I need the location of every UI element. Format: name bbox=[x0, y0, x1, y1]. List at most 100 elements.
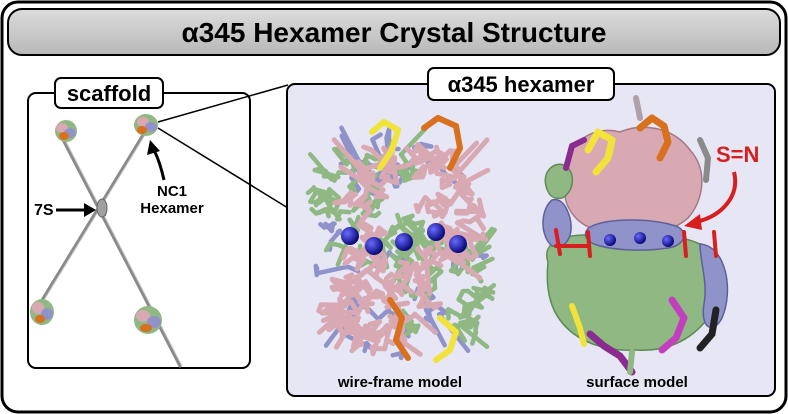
wireframe-stick bbox=[373, 187, 386, 199]
wireframe-stick bbox=[461, 304, 467, 315]
wireframe-stick bbox=[394, 300, 411, 308]
nc1-blob-bottom-right bbox=[134, 306, 162, 334]
wireframe-stick bbox=[331, 285, 345, 293]
surface-sphere-3 bbox=[662, 235, 674, 247]
title-bar bbox=[7, 8, 781, 56]
wireframe-stick bbox=[328, 228, 343, 244]
wireframe-stick bbox=[424, 202, 431, 215]
wireframe-core-sphere bbox=[449, 235, 467, 253]
wireframe-stick bbox=[464, 196, 474, 203]
wireframe-stick bbox=[399, 282, 415, 295]
wireframe-stick bbox=[413, 202, 421, 214]
wireframe-stick bbox=[439, 181, 453, 191]
nc1-blob-bottom-left bbox=[30, 299, 54, 325]
surface-yellow-lower bbox=[569, 303, 587, 347]
wireframe-stick bbox=[310, 186, 332, 196]
wireframe-stick bbox=[353, 284, 363, 294]
wireframe-stick bbox=[423, 258, 433, 297]
wireframe-core-sphere bbox=[427, 223, 445, 241]
surface-blue-left bbox=[542, 198, 572, 248]
wireframe-stick bbox=[393, 315, 405, 343]
surface-yellow-strand bbox=[584, 128, 616, 176]
wireframe-stick bbox=[412, 311, 439, 336]
wireframe-core-sphere bbox=[341, 227, 359, 245]
surface-caption: surface model bbox=[586, 374, 688, 391]
wireframe-stick bbox=[433, 347, 453, 363]
wireframe-stick bbox=[437, 315, 459, 335]
wireframe-stick bbox=[476, 197, 484, 212]
wireframe-stick bbox=[447, 145, 463, 171]
wireframe-stick bbox=[461, 247, 472, 262]
wireframe-stick bbox=[377, 289, 385, 298]
wireframe-stick bbox=[384, 271, 395, 282]
wireframe-stick bbox=[435, 115, 459, 129]
surface-pink-lobe bbox=[564, 126, 703, 235]
wireframe-core-sphere bbox=[395, 233, 413, 251]
wireframe-stick bbox=[475, 216, 487, 232]
hexamer-label-box bbox=[427, 67, 615, 101]
wireframe-stick bbox=[323, 241, 333, 253]
surface-green-top bbox=[544, 163, 574, 200]
surface-sphere-1 bbox=[604, 234, 616, 246]
wireframe-stick bbox=[389, 127, 401, 153]
wireframe-core-sphere bbox=[365, 237, 383, 255]
wireframe-stick bbox=[332, 146, 349, 167]
surface-bottom-stalk bbox=[627, 349, 635, 375]
hexamer-label: α345 hexamer bbox=[448, 72, 595, 97]
wireframe-stick bbox=[313, 193, 325, 208]
wireframe-stick bbox=[358, 208, 373, 225]
wireframe-stick bbox=[387, 297, 405, 321]
wireframe-stick bbox=[395, 212, 403, 225]
wireframe-stick bbox=[343, 272, 355, 280]
figure-title: α345 Hexamer Crystal Structure bbox=[182, 17, 607, 48]
wireframe-stick bbox=[351, 331, 360, 347]
wireframe-stick bbox=[384, 324, 393, 340]
surface-orange-strand bbox=[636, 114, 672, 162]
wireframe-stick bbox=[370, 335, 381, 357]
wireframe-stick bbox=[386, 158, 398, 165]
wireframe-stick bbox=[423, 307, 447, 348]
wireframe-stick bbox=[387, 221, 403, 235]
arrow-7s-head bbox=[84, 203, 96, 217]
surface-model bbox=[542, 95, 729, 376]
wireframe-stick bbox=[380, 258, 389, 274]
wireframe-stick bbox=[353, 256, 367, 263]
wireframe-stick bbox=[453, 123, 463, 151]
zoom-line-top bbox=[157, 84, 289, 123]
surface-black-lower bbox=[696, 306, 720, 352]
wireframe-stick bbox=[443, 224, 453, 231]
scaffold-label-box bbox=[54, 77, 164, 109]
wireframe-stick bbox=[338, 209, 352, 215]
sn-arrow bbox=[695, 171, 738, 224]
wireframe-stick bbox=[462, 313, 480, 326]
scaffold-label: scaffold bbox=[67, 81, 151, 106]
surface-purple-lower bbox=[586, 330, 636, 376]
wireframe-stick bbox=[366, 268, 380, 281]
surface-magenta-lower bbox=[658, 296, 688, 354]
wireframe-stick bbox=[390, 312, 400, 327]
wireframe-stick bbox=[335, 239, 350, 267]
wireframe-stick bbox=[410, 242, 422, 261]
wireframe-stick bbox=[315, 264, 348, 276]
wireframe-stick bbox=[459, 189, 475, 197]
wireframe-stick bbox=[415, 245, 428, 260]
wireframe-stick bbox=[416, 301, 443, 310]
wireframe-stick bbox=[323, 221, 333, 232]
label-7s: 7S bbox=[34, 202, 54, 219]
wireframe-stick bbox=[324, 208, 331, 219]
wireframe-stick bbox=[375, 174, 384, 183]
wireframe-stick bbox=[393, 337, 411, 361]
surface-purple-strand bbox=[563, 137, 587, 171]
wireframe-stick bbox=[447, 329, 459, 353]
wireframe-stick bbox=[433, 163, 448, 171]
surface-sphere-2 bbox=[634, 232, 646, 244]
arrow-nc1-head bbox=[147, 140, 160, 155]
label-hexamer: Hexamer bbox=[140, 200, 204, 217]
wireframe-stick bbox=[400, 171, 407, 183]
wireframe-model bbox=[305, 115, 497, 363]
wireframe-stick bbox=[411, 164, 427, 181]
wireframe-stick bbox=[342, 191, 359, 205]
wireframe-stick bbox=[406, 217, 417, 232]
wireframe-stick bbox=[457, 137, 490, 173]
